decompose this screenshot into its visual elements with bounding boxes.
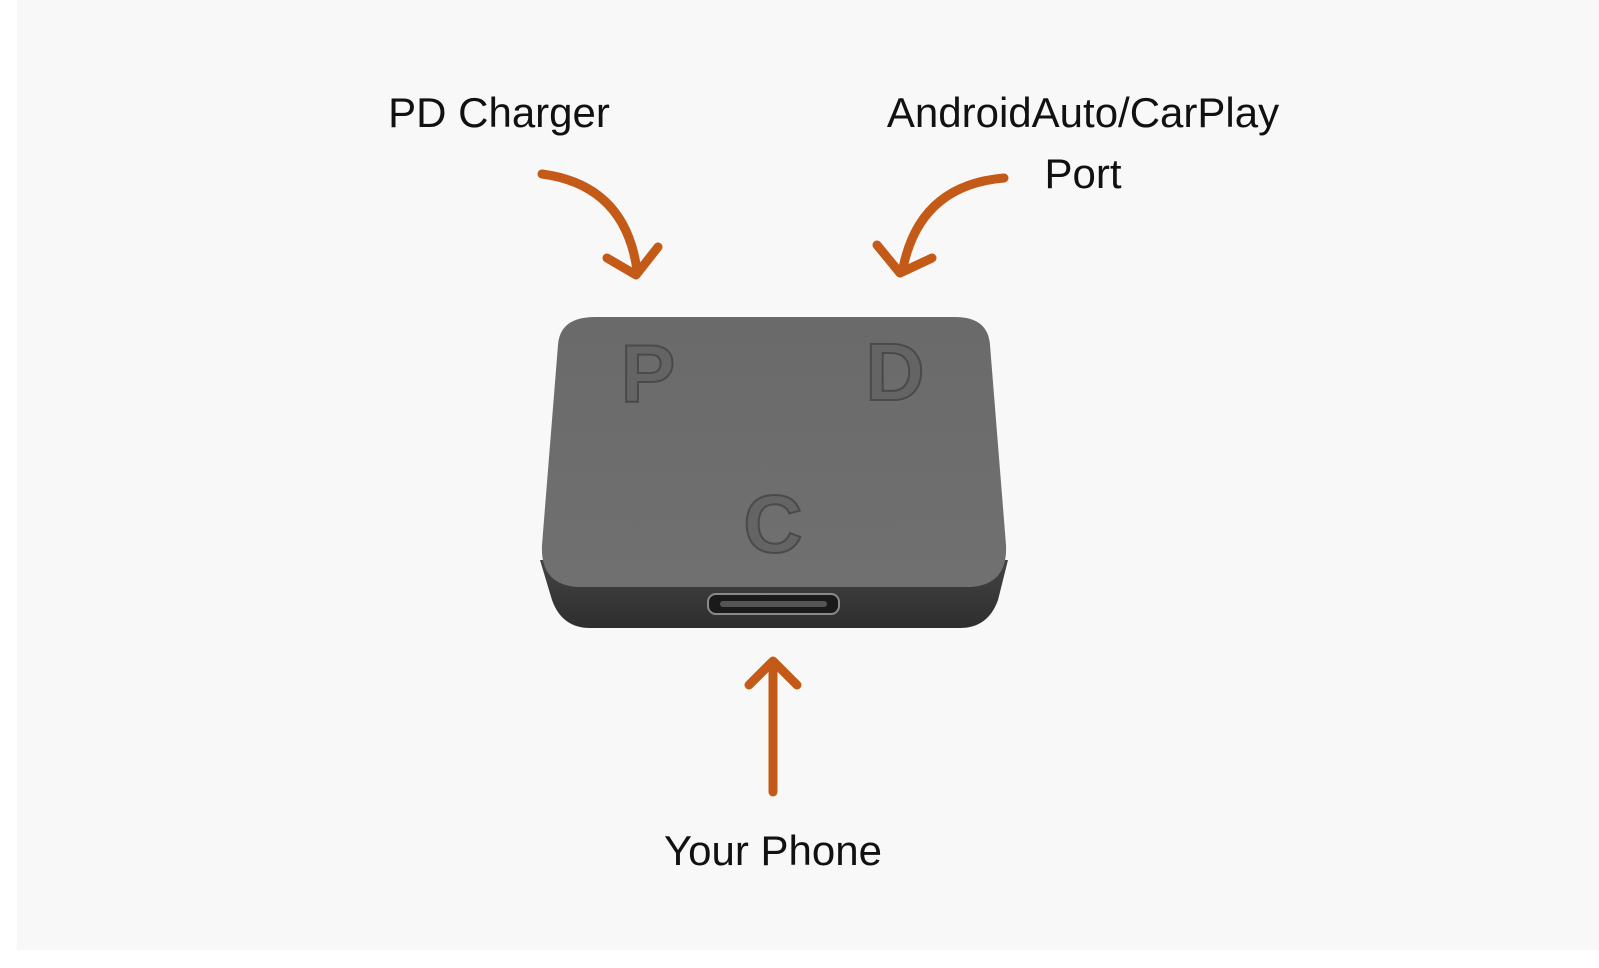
android-auto-text-line1: AndroidAuto/CarPlay [886, 89, 1280, 136]
your-phone-label: Your Phone [640, 820, 906, 881]
android-auto-label: AndroidAuto/CarPlay Port [860, 82, 1306, 204]
your-phone-text: Your Phone [664, 827, 882, 874]
usb-c-port-inner [720, 601, 827, 607]
device-letter-c: C [743, 479, 802, 570]
android-auto-arrow-icon [872, 173, 1009, 278]
pd-charger-label: PD Charger [385, 82, 613, 143]
android-auto-text-line2: Port [1044, 150, 1122, 197]
phone-arrow-icon [744, 656, 802, 797]
pd-charger-text: PD Charger [388, 89, 610, 136]
device-top-face [541, 317, 1007, 587]
pd-charger-arrow-icon [537, 169, 663, 280]
device-letter-p: P [621, 329, 676, 420]
device-letter-d: D [865, 327, 924, 418]
